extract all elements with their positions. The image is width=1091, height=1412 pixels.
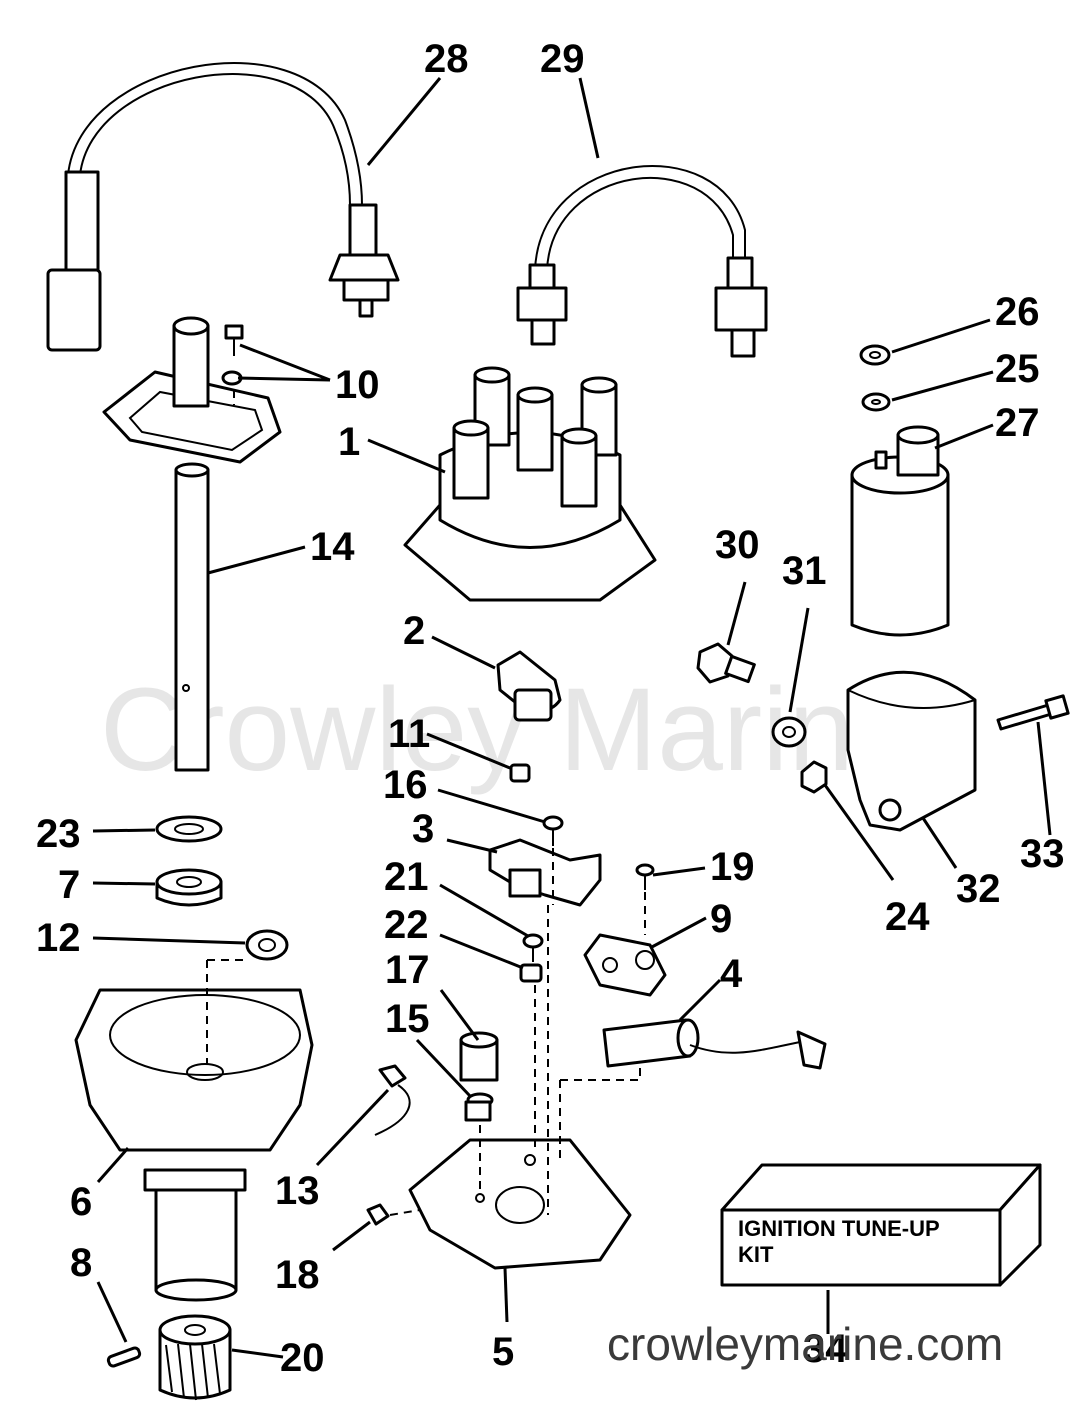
callout-16: 16 <box>383 763 428 807</box>
part-17-bushing <box>459 1031 499 1082</box>
callout-12: 12 <box>36 916 81 960</box>
callout-33: 33 <box>1020 832 1065 876</box>
part-20-drive-gear <box>158 1314 232 1401</box>
part-33-screw <box>996 694 1070 731</box>
part-29-spark-plug-wire-short <box>516 164 768 358</box>
part-26-nut <box>859 344 891 366</box>
part-5-breaker-plate <box>408 1138 632 1270</box>
callout-6: 6 <box>70 1180 92 1224</box>
part-19-screw <box>635 863 655 890</box>
website-url: crowleymarine.com <box>607 1318 1003 1370</box>
callout-14: 14 <box>310 525 355 569</box>
part-22-spacer <box>519 963 543 983</box>
part-18-screw <box>366 1203 390 1226</box>
part-4-condenser <box>602 1018 827 1070</box>
callout-5: 5 <box>492 1330 514 1374</box>
part-12-seal <box>245 929 289 961</box>
callout-28: 28 <box>424 37 469 81</box>
callout-11: 11 <box>388 712 430 756</box>
part-25-washer <box>861 392 891 412</box>
callout-26: 26 <box>995 290 1040 334</box>
callout-21: 21 <box>384 855 429 899</box>
part-30-bolt <box>696 642 756 684</box>
callout-13: 13 <box>275 1169 320 1213</box>
leader-lines <box>92 77 1052 1359</box>
part-23-thrust-washer <box>155 815 223 843</box>
part-9-condenser-clamp <box>583 933 667 997</box>
callout-2: 2 <box>403 609 425 653</box>
callout-7: 7 <box>58 863 80 907</box>
callout-18: 18 <box>275 1253 320 1297</box>
callout-15: 15 <box>385 997 430 1041</box>
callout-31: 31 <box>782 549 827 593</box>
callout-numbers: 28 29 26 25 10 27 1 14 30 31 2 11 16 23 … <box>36 37 1065 1380</box>
callout-3: 3 <box>412 807 434 851</box>
kit-label-line1: IGNITION TUNE-UP <box>738 1216 940 1241</box>
part-28-spark-plug-wire-long <box>46 62 400 352</box>
part-34-tune-up-kit-box: IGNITION TUNE-UP KIT <box>720 1163 1042 1287</box>
part-32-coil-bracket <box>846 670 977 832</box>
callout-1: 1 <box>338 420 360 464</box>
callout-25: 25 <box>995 347 1040 391</box>
callout-9: 9 <box>710 897 732 941</box>
callout-27: 27 <box>995 401 1040 445</box>
callout-32: 32 <box>956 867 1001 911</box>
callout-24: 24 <box>885 895 930 939</box>
part-6-distributor-housing <box>74 988 314 1302</box>
callout-20: 20 <box>280 1336 325 1380</box>
part-14-distributor-shaft <box>102 316 282 772</box>
part-16-screw <box>542 815 564 846</box>
part-13-ground-wire <box>374 1064 411 1136</box>
part-1-distributor-cap <box>403 366 657 602</box>
callout-30: 30 <box>715 523 760 567</box>
part-27-ignition-coil <box>850 425 950 637</box>
callout-8: 8 <box>70 1241 92 1285</box>
part-8-pin <box>106 1346 142 1368</box>
part-11-felt <box>509 763 531 783</box>
kit-label-line2: KIT <box>738 1242 774 1267</box>
callout-19: 19 <box>710 845 755 889</box>
assembly-lines <box>206 390 646 1216</box>
part-10-screw-washer <box>221 324 244 386</box>
part-7-spacer <box>155 868 223 907</box>
part-24-nut <box>800 760 828 794</box>
callout-17: 17 <box>385 948 430 992</box>
callout-4: 4 <box>720 952 743 996</box>
part-2-rotor <box>496 650 562 722</box>
part-15-pivot <box>464 1092 494 1122</box>
part-21-screw <box>522 933 544 962</box>
part-3-breaker-points <box>488 838 602 907</box>
callout-23: 23 <box>36 812 81 856</box>
callout-29: 29 <box>540 37 585 81</box>
callout-10: 10 <box>335 363 380 407</box>
callout-34: 34 <box>803 1327 848 1371</box>
part-31-washer <box>771 716 807 748</box>
callout-22: 22 <box>384 903 429 947</box>
